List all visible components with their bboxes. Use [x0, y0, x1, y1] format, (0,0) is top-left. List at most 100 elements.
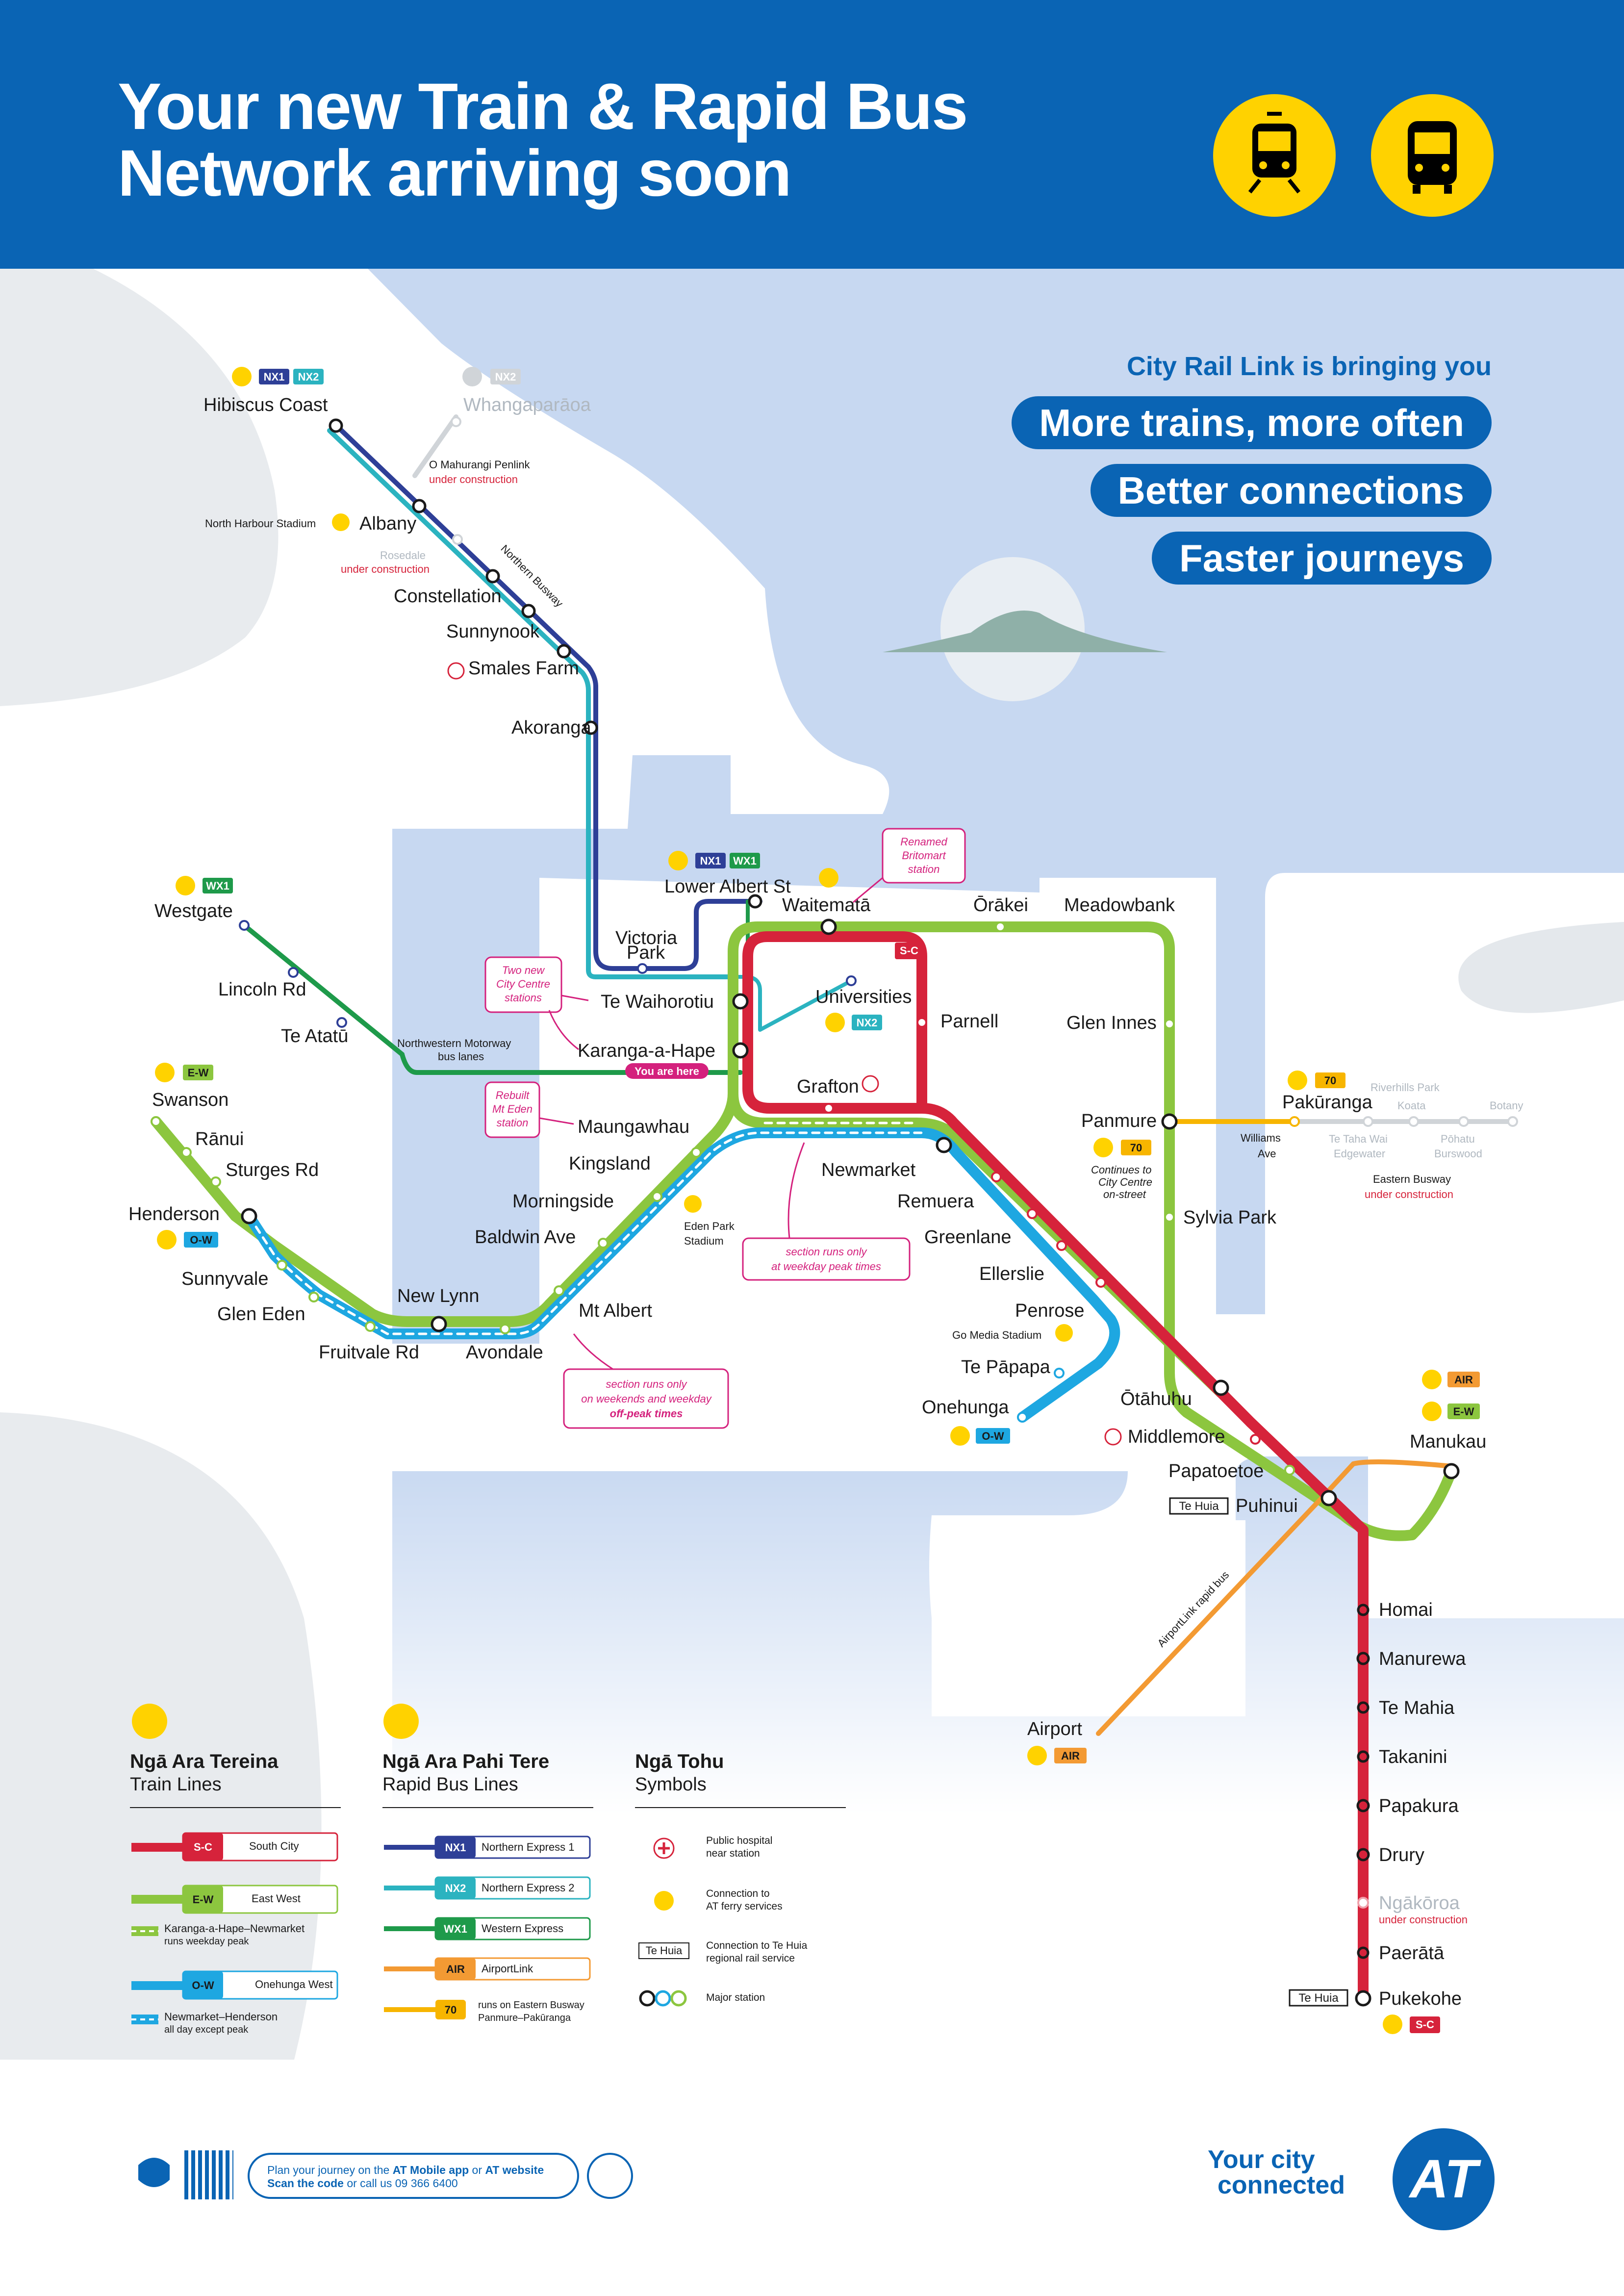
svg-text:O-W: O-W: [982, 1430, 1004, 1442]
label-akoranga: Akoranga: [511, 717, 592, 738]
legend-major: Major station: [706, 1992, 765, 2003]
station-paerata: [1357, 1946, 1370, 1959]
station-fruitvale: [365, 1321, 376, 1332]
label-sylvia-park: Sylvia Park: [1183, 1207, 1277, 1228]
svg-text:NX2: NX2: [445, 1882, 466, 1894]
svg-text:S-C: S-C: [900, 944, 918, 957]
promo-pill-1: More trains, more often: [1012, 396, 1492, 449]
hospital-icon: [1104, 1428, 1122, 1446]
label-grafton: Grafton: [797, 1076, 859, 1097]
svg-text:E-W: E-W: [1453, 1405, 1474, 1418]
station-victoria-park: [637, 963, 648, 974]
legend-air: AirportLink: [482, 1963, 533, 1975]
legend-te-huia: Connection to Te Huia: [706, 1940, 808, 1951]
ferry-icon: [1055, 1324, 1073, 1342]
label-airport: Airport: [1027, 1719, 1082, 1739]
label-baldwin-ave: Baldwin Ave: [475, 1227, 576, 1248]
label-o-mahurangi: O Mahurangi Penlink: [429, 459, 530, 471]
label-ellerslie: Ellerslie: [979, 1264, 1044, 1284]
station-remuera: [991, 1172, 1002, 1182]
label-te-atatu: Te Atatū: [281, 1026, 348, 1046]
label-remuera: Remuera: [897, 1191, 974, 1212]
nz-govt-logo: [133, 2150, 175, 2199]
promo-pill-3: Faster journeys: [1152, 532, 1492, 585]
label-universities: Universities: [815, 987, 912, 1007]
station-lower-albert: [748, 894, 762, 909]
svg-text:on weekends and weekday: on weekends and weekday: [581, 1393, 712, 1405]
svg-text:WX1: WX1: [733, 855, 757, 867]
label-stadium: Stadium: [684, 1235, 724, 1247]
te-huia-badge-puhinui: [1169, 1497, 1229, 1515]
svg-text:off-peak times: off-peak times: [610, 1407, 683, 1420]
svg-text:AIR: AIR: [1454, 1374, 1473, 1386]
station-papakura: [1356, 1799, 1370, 1812]
legend-kah-newmarket: Karanga-a-Hape–Newmarket: [164, 1922, 305, 1935]
label-waitemata: Waitematā: [782, 895, 871, 916]
station-te-waihorotiu: [732, 993, 749, 1010]
label-drury: Drury: [1379, 1845, 1424, 1865]
station-sturges-rd: [210, 1176, 221, 1187]
train-icon: [1027, 1746, 1047, 1765]
legend-nm-note: all day except peak: [164, 2024, 249, 2035]
legend-bus-title: Ngā Ara Pahi Tere: [382, 1751, 550, 1772]
svg-text:section runs only: section runs only: [786, 1246, 867, 1258]
label-te-huia-pukekohe: Te Huia: [1298, 1991, 1339, 2005]
station-constellation: [485, 569, 500, 584]
svg-text:station: station: [908, 863, 940, 875]
legend-onehunga-west: Onehunga West: [255, 1978, 333, 1990]
route-badges: NX1 NX2 NX2 NX1 WX1 WX1 E-W NX2 S-C O-W …: [155, 367, 1480, 2034]
station-swanson: [151, 1116, 161, 1127]
station-akoranga: [584, 720, 598, 735]
ferry-icon: [684, 1195, 702, 1213]
train-icon: [668, 851, 688, 870]
svg-text:WX1: WX1: [206, 880, 229, 892]
plan-journey-box[interactable]: Plan your journey on the AT Mobile app o…: [248, 2153, 579, 2199]
legend-south-city: South City: [249, 1840, 299, 1852]
train-icon: [1288, 1071, 1307, 1090]
bus-icon: [462, 367, 482, 386]
label-panmure: Panmure: [1081, 1111, 1157, 1131]
label-williams-ave: Williams: [1241, 1132, 1281, 1144]
train-icon: [232, 367, 252, 386]
label-te-huia-puhinui: Te Huia: [1179, 1500, 1219, 1513]
label-takanini: Takanini: [1379, 1747, 1447, 1767]
station-pohatu: [1458, 1116, 1469, 1127]
label-manukau: Manukau: [1410, 1431, 1486, 1452]
label-te-waihorotiu: Te Waihorotiu: [601, 992, 714, 1012]
onehunga-west-line: [244, 1122, 1120, 1423]
station-ranui: [181, 1147, 192, 1158]
legend-nx1: Northern Express 1: [482, 1841, 575, 1853]
legend-kah-note: runs weekday peak: [164, 1936, 249, 1947]
label-te-papapa: Te Pāpapa: [961, 1357, 1051, 1378]
legend-hospital-note: near station: [706, 1848, 760, 1859]
svg-text:E-W: E-W: [193, 1893, 214, 1906]
station-ellerslie: [1056, 1240, 1067, 1251]
qr-code[interactable]: [184, 2150, 233, 2199]
svg-text:NX2: NX2: [857, 1017, 878, 1029]
station-te-papapa: [1054, 1368, 1065, 1378]
train-icon: [157, 1230, 177, 1250]
label-papakura: Papakura: [1379, 1796, 1459, 1816]
hospital-icon: [862, 1075, 879, 1093]
station-sunnynook: [521, 604, 536, 618]
station-new-lynn: [431, 1316, 447, 1332]
legend-train-subtitle: Train Lines: [130, 1774, 222, 1795]
label-puhinui: Puhinui: [1236, 1496, 1298, 1516]
train-icon: [176, 876, 195, 895]
label-morningside: Morningside: [512, 1191, 614, 1212]
label-constellation: Constellation: [394, 586, 502, 607]
label-paerata: Paerātā: [1379, 1943, 1445, 1964]
callouts: Renamed Britomart station Two new City C…: [484, 828, 966, 1429]
rangitoto-island: [883, 554, 1167, 704]
svg-text:station: station: [497, 1117, 529, 1129]
station-te-atatu: [336, 1017, 347, 1028]
crl-tagline: City Rail Link is bringing you: [1126, 352, 1492, 381]
label-lincoln-rd: Lincoln Rd: [218, 979, 306, 1000]
label-orakei: Ōrākei: [973, 895, 1028, 916]
station-glen-innes: [1164, 1019, 1175, 1029]
svg-text:S-C: S-C: [1416, 2018, 1434, 2031]
svg-text:City Centre: City Centre: [496, 978, 550, 990]
svg-text:Two new: Two new: [502, 964, 546, 976]
station-henderson: [241, 1208, 257, 1225]
station-westgate: [239, 920, 250, 931]
